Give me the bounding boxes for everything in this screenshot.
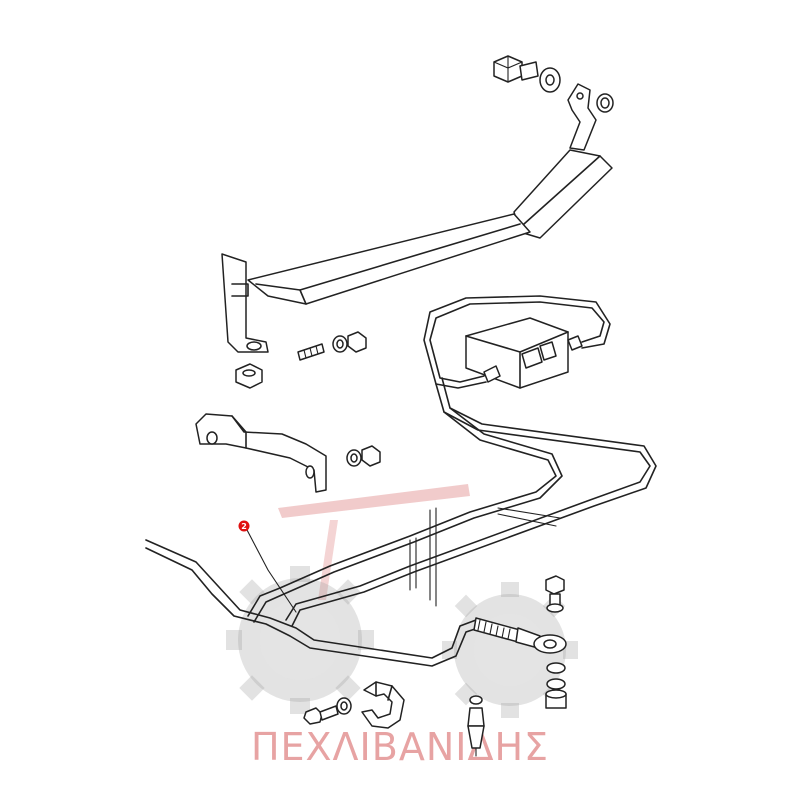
hydraulic-pipes (145, 295, 657, 667)
pipe-clamp (361, 681, 405, 729)
watermark-text: ΠΕΧΛΙΒΑΝΙΔΗΣ (251, 725, 549, 769)
washer-bottom-left (336, 697, 352, 715)
callout-number: 2 (241, 522, 247, 531)
watermark-logo: ΠΕΧΛΙΒΑΝΙΔΗΣ (226, 484, 578, 769)
support-bar (221, 83, 613, 353)
callout-leader-line (245, 527, 297, 613)
top-sleeve (596, 93, 614, 113)
hose-fitting (473, 617, 567, 654)
top-bolt (493, 55, 539, 83)
washer-nut-pair-lower (346, 445, 381, 467)
top-washer (539, 67, 561, 93)
lower-bracket (195, 413, 327, 493)
callout-marker (238, 520, 250, 532)
valve-block (465, 317, 583, 389)
washer-nut-pair-upper (332, 331, 367, 353)
watermark-tractor-roof (278, 484, 470, 518)
bolt-bottom-left (303, 705, 339, 725)
banjo-bolt-top (545, 575, 565, 613)
bleed-valve (467, 695, 485, 757)
callout-2[interactable]: 2 (238, 520, 297, 613)
hex-nut-left (235, 363, 263, 389)
stud-bolt (297, 343, 325, 361)
washer-stack-right (545, 662, 567, 709)
